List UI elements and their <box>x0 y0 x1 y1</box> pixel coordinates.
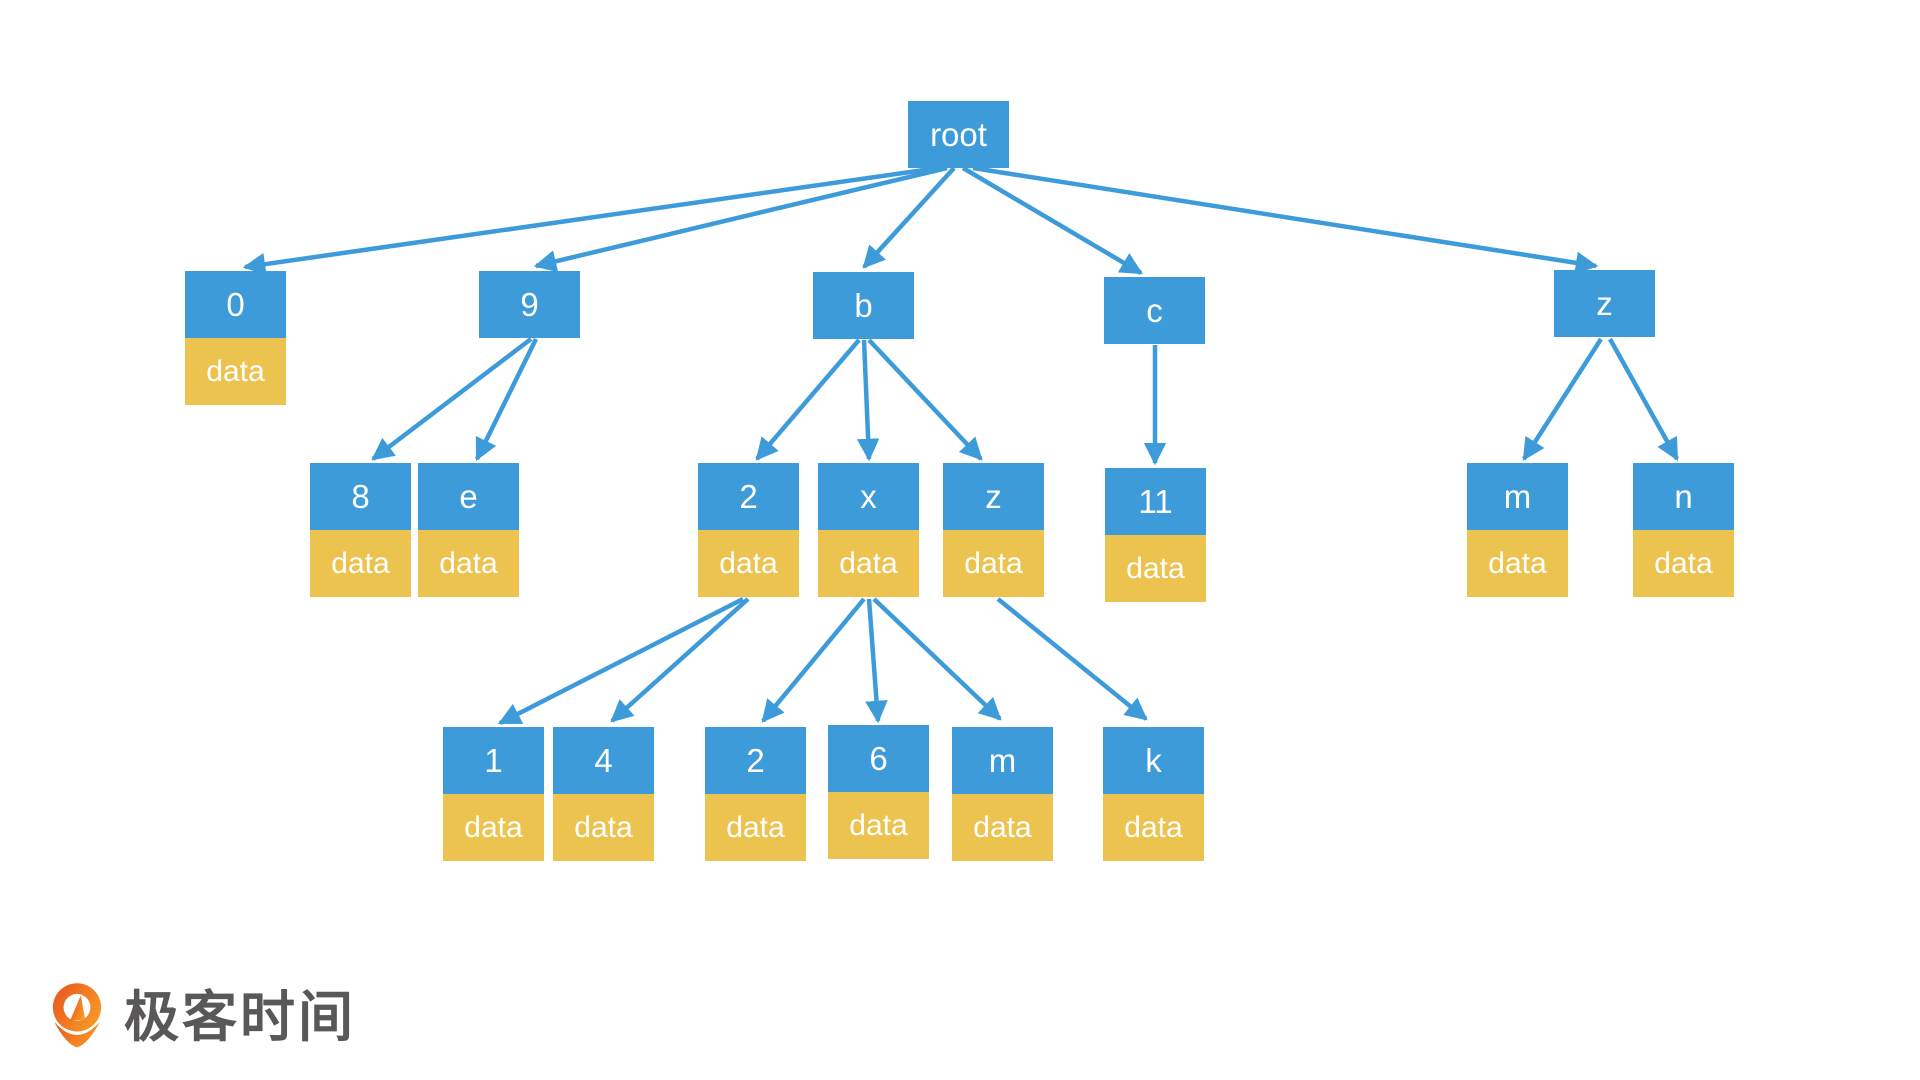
node-l3-2: 2 data <box>705 727 806 861</box>
node-root: root <box>908 101 1009 168</box>
node-l3-2-data: data <box>705 794 806 861</box>
edge-l2-2-l3-1 <box>497 596 745 726</box>
node-l3-1: 1 data <box>443 727 544 861</box>
node-l2-x: x data <box>818 463 919 597</box>
node-l3-4: 4 data <box>553 727 654 861</box>
node-l1-z: z <box>1554 270 1655 337</box>
geektime-logo-text: 极客时间 <box>124 986 357 1048</box>
edge-l1-9-l2-8 <box>371 337 533 461</box>
node-l2-m: m data <box>1467 463 1568 597</box>
node-l3-6-data: data <box>828 792 929 859</box>
node-l1-9: 9 <box>479 271 580 338</box>
node-l2-11-data: data <box>1105 535 1206 602</box>
node-l2-2-data: data <box>698 530 799 597</box>
node-l2-x-label: x <box>818 463 919 530</box>
node-l2-n: n data <box>1633 463 1734 597</box>
node-l2-m-data: data <box>1467 530 1568 597</box>
edge-l2-x-l3-m <box>872 597 1002 721</box>
edge-root-l1-0 <box>242 165 939 276</box>
edge-root-l1-9 <box>533 165 948 273</box>
edge-l2-z-l3-k <box>996 597 1148 721</box>
node-l3-4-label: 4 <box>553 727 654 794</box>
node-l1-b-label: b <box>813 272 914 339</box>
node-l2-8-data: data <box>310 530 411 597</box>
node-l3-2-label: 2 <box>705 727 806 794</box>
node-root-label: root <box>908 101 1009 168</box>
node-l3-m-label: m <box>952 727 1053 794</box>
node-l1-c: c <box>1104 277 1205 344</box>
node-l3-4-data: data <box>553 794 654 861</box>
node-l2-z: z data <box>943 463 1044 597</box>
edge-l1-b-l2-x <box>856 339 880 462</box>
node-l2-z-data: data <box>943 530 1044 597</box>
node-l2-x-data: data <box>818 530 919 597</box>
node-l1-z-label: z <box>1554 270 1655 337</box>
geektime-q-pin-icon <box>52 983 102 1048</box>
node-l1-0-data: data <box>185 338 286 405</box>
node-l1-9-label: 9 <box>479 271 580 338</box>
node-l3-6: 6 data <box>828 725 929 859</box>
node-l3-m-data: data <box>952 794 1053 861</box>
edge-root-l1-z <box>972 165 1599 274</box>
edge-root-l1-c <box>961 166 1143 275</box>
node-l1-0: 0 data <box>185 271 286 405</box>
node-l1-0-label: 0 <box>185 271 286 338</box>
node-l2-e: e data <box>418 463 519 597</box>
edge-l1-z-l2-m <box>1522 337 1603 461</box>
geektime-logo: 极客时间 <box>46 976 356 1058</box>
node-l3-1-label: 1 <box>443 727 544 794</box>
edge-l2-x-l3-6 <box>865 598 888 724</box>
node-l2-m-label: m <box>1467 463 1568 530</box>
edge-l1-9-l2-e <box>474 338 539 462</box>
edge-l2-x-l3-2 <box>761 597 866 723</box>
node-l2-8: 8 data <box>310 463 411 597</box>
node-l2-2-label: 2 <box>698 463 799 530</box>
node-l3-k-data: data <box>1103 794 1204 861</box>
node-l2-8-label: 8 <box>310 463 411 530</box>
node-l3-6-label: 6 <box>828 725 929 792</box>
node-l2-11-label: 11 <box>1105 468 1206 535</box>
node-l1-b: b <box>813 272 914 339</box>
node-l2-2: 2 data <box>698 463 799 597</box>
edge-l2-2-l3-4 <box>610 597 750 723</box>
node-l2-e-label: e <box>418 463 519 530</box>
node-l3-1-data: data <box>443 794 544 861</box>
edge-root-l1-b <box>862 166 956 269</box>
node-l2-11: 11 data <box>1105 468 1206 602</box>
node-l2-n-data: data <box>1633 530 1734 597</box>
edge-l1-b-l2-z <box>867 338 983 461</box>
node-l1-c-label: c <box>1104 277 1205 344</box>
node-l2-z-label: z <box>943 463 1044 530</box>
edge-l1-b-l2-2 <box>755 338 861 461</box>
node-l3-m: m data <box>952 727 1053 861</box>
node-l3-k: k data <box>1103 727 1204 861</box>
node-l2-n-label: n <box>1633 463 1734 530</box>
edge-l1-z-l2-n <box>1608 337 1679 461</box>
node-l3-k-label: k <box>1103 727 1204 794</box>
node-l2-e-data: data <box>418 530 519 597</box>
